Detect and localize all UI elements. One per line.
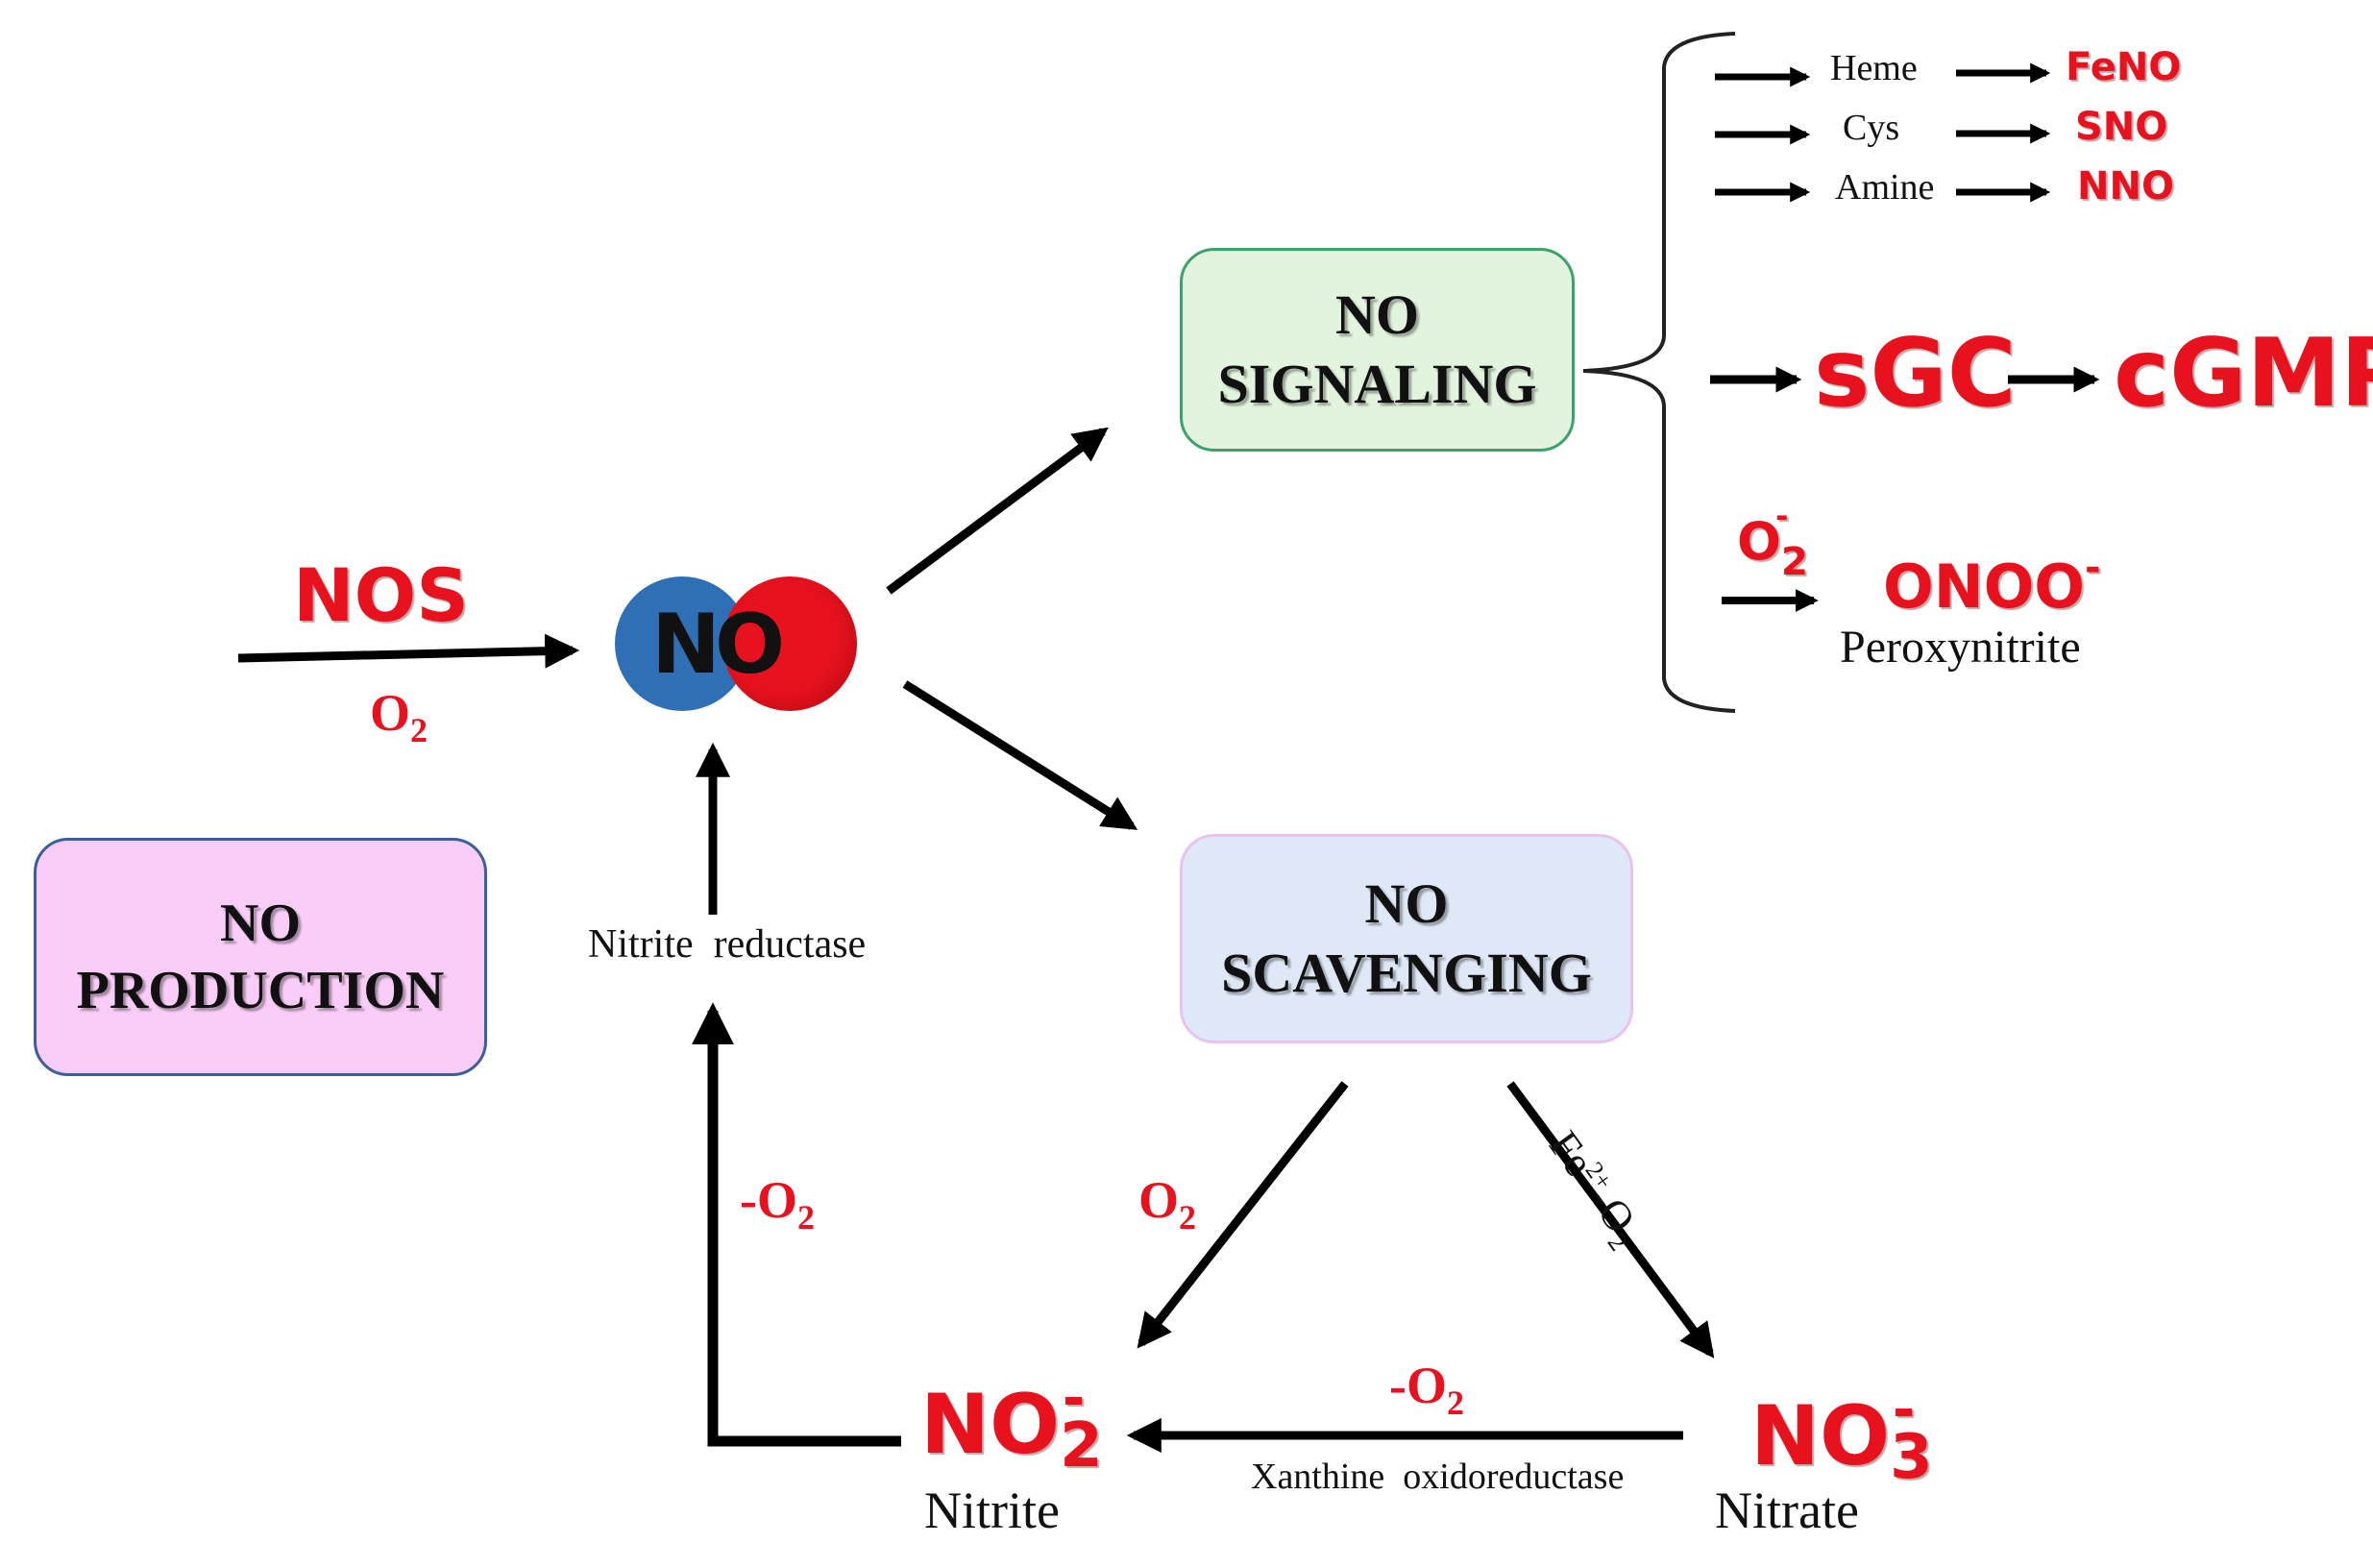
oxygen-atom bbox=[722, 576, 857, 711]
superoxide-subscript: 2 bbox=[1780, 538, 1809, 584]
peroxynitrite-name: Peroxynitrite bbox=[1840, 622, 2081, 673]
nos-to-no-arrow bbox=[237, 633, 580, 669]
nitrate-formula-symbol: NO bbox=[1750, 1388, 1891, 1484]
target-substrate-amine: Amine bbox=[1835, 167, 1935, 208]
superoxide-superscript: - bbox=[1775, 498, 1789, 534]
sgc-label: sGC bbox=[1814, 319, 2017, 429]
nr-minus-o2-subscript: 2 bbox=[797, 1197, 815, 1237]
nos-o2-symbol: O bbox=[370, 684, 411, 742]
nr-minus-o2-label: -O2 bbox=[740, 1171, 815, 1235]
scavenging-o2-subscript: 2 bbox=[1179, 1197, 1197, 1237]
target-product-nno: NNO bbox=[2077, 164, 2174, 208]
no-signaling-title-line1: NO bbox=[1335, 282, 1419, 346]
no-production-title-line2: PRODUCTION bbox=[76, 961, 445, 1020]
no-molecule: NO bbox=[615, 576, 857, 711]
xo-minus-o2-symbol: -O bbox=[1389, 1357, 1447, 1414]
scavenging-o2-label: O2 bbox=[1138, 1171, 1196, 1235]
no-scavenging-title-line1: NO bbox=[1364, 871, 1449, 935]
nos-o2-label: O2 bbox=[370, 684, 428, 747]
nos-label: NOS bbox=[293, 552, 469, 638]
nr-minus-o2-symbol: -O bbox=[740, 1171, 797, 1229]
xo-minus-o2-subscript: 2 bbox=[1447, 1383, 1464, 1422]
onoo-superscript: - bbox=[2085, 546, 2101, 591]
no-scavenging-title-line2: SCAVENGING bbox=[1221, 942, 1592, 1004]
nitrite-reductase-label: Nitrite reductase bbox=[588, 922, 867, 967]
nitrite-name: Nitrite bbox=[924, 1482, 1060, 1539]
nitrite-subscript: 2 bbox=[1060, 1410, 1103, 1482]
no-to-scavenging-arrow bbox=[902, 680, 1138, 830]
nitrate-name: Nitrate bbox=[1715, 1482, 1859, 1539]
nitrite-superscript: - bbox=[1063, 1367, 1086, 1430]
no-to-signaling-arrow bbox=[886, 427, 1109, 595]
superoxide-symbol: O bbox=[1737, 511, 1781, 572]
nitrite-to-no-arrow-lower bbox=[692, 1002, 901, 1447]
no-molecule-label: NO bbox=[651, 597, 785, 693]
no-signaling-title-line2: SIGNALING bbox=[1217, 353, 1537, 415]
target-product-sno: SNO bbox=[2075, 105, 2168, 149]
no-production-box: NO PRODUCTION bbox=[34, 838, 487, 1076]
scavenging-o2-symbol: O bbox=[1138, 1171, 1180, 1229]
nitrite-formula-symbol: NO bbox=[920, 1377, 1061, 1473]
no-scavenging-box: NO SCAVENGING bbox=[1180, 834, 1633, 1043]
signaling-brace bbox=[1582, 32, 1736, 713]
nitrate-formula: NO-3 bbox=[1750, 1384, 1933, 1489]
target-product-feno: FeNO bbox=[2066, 45, 2182, 89]
nitrate-subscript: 3 bbox=[1890, 1422, 1933, 1493]
superoxide-label: O- 2 bbox=[1737, 501, 1808, 581]
nitrite-formula: NO-2 bbox=[920, 1372, 1103, 1478]
scavenging-to-nitrate-arrow bbox=[1506, 1081, 1715, 1359]
xo-minus-o2-label: -O2 bbox=[1389, 1357, 1464, 1420]
nitrate-superscript: - bbox=[1893, 1379, 1916, 1441]
cgmp-label: cGMP bbox=[2114, 319, 2373, 429]
no-signaling-box: NO SIGNALING bbox=[1180, 248, 1575, 452]
target-substrate-heme: Heme bbox=[1830, 48, 1918, 88]
scavenging-to-nitrite-arrow bbox=[1137, 1081, 1349, 1349]
no-production-title-line1: NO bbox=[220, 894, 301, 953]
onoo-formula: ONOO bbox=[1883, 551, 2086, 622]
xanthine-oxidoreductase-label: Xanthine oxidoreductase bbox=[1251, 1457, 1625, 1497]
target-substrate-cys: Cys bbox=[1843, 108, 1900, 148]
onoo-label: ONOO- bbox=[1883, 549, 2101, 617]
nos-o2-subscript: 2 bbox=[410, 710, 428, 749]
